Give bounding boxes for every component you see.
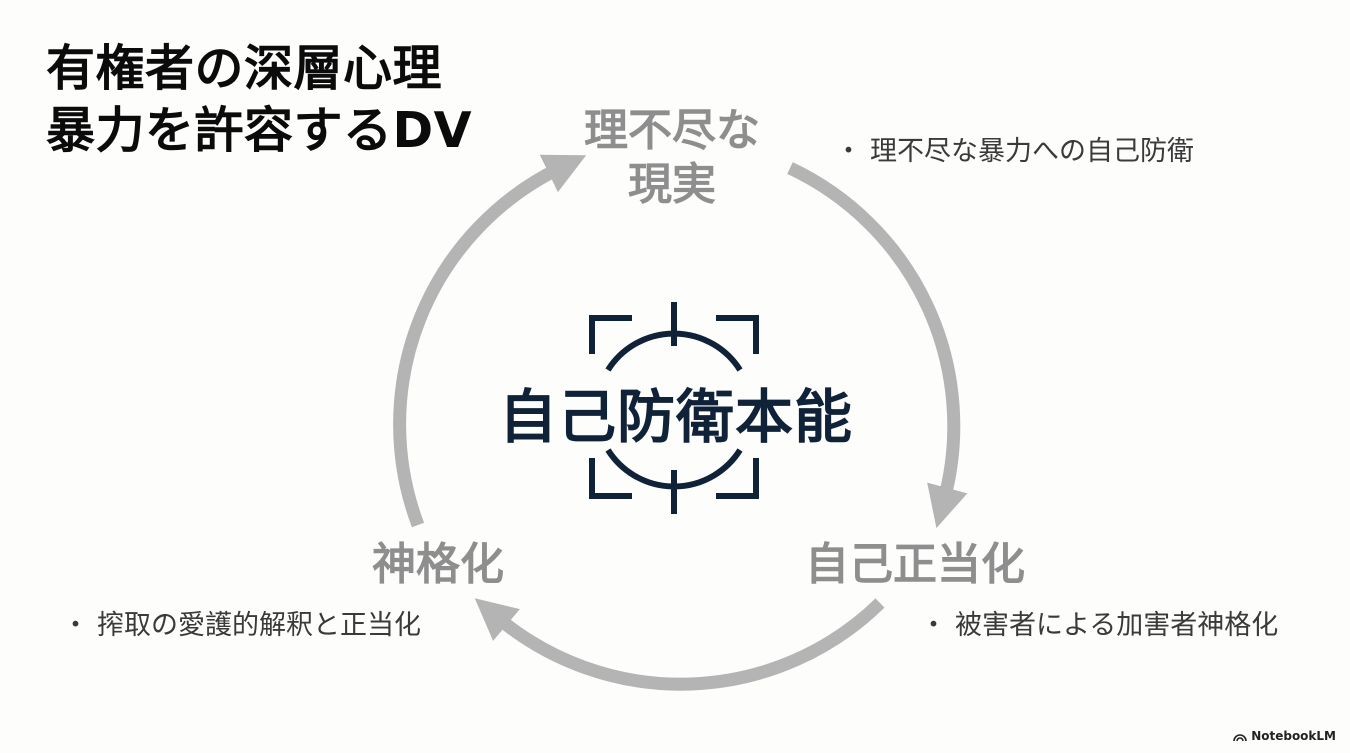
arrow-reality-to-justification: [787, 162, 968, 529]
bullet-marker: ・: [62, 610, 89, 641]
brand-watermark: NotebookLM: [1233, 729, 1336, 743]
bullet-deification: ・搾取の愛護的解釈と正当化: [62, 609, 421, 643]
crosshair-target-icon: [589, 302, 759, 514]
bullet-marker: ・: [835, 136, 862, 167]
node-reality-line-2: 現実: [628, 159, 716, 210]
bullet-reality-text: 理不尽な暴力への自己防衛: [870, 136, 1194, 167]
slide-title: 有権者の深層心理 暴力を許容するDV: [46, 38, 472, 162]
arrow-justification-to-deification: [474, 598, 885, 691]
node-reality: 理不尽な 現実: [572, 104, 772, 212]
notebooklm-logo-icon: [1233, 734, 1247, 741]
node-self-justification: 自己正当化: [805, 539, 1025, 590]
bullet-self-justification-text: 被害者による加害者神格化: [955, 610, 1279, 641]
node-reality-line-1: 理不尽な: [584, 105, 760, 156]
title-line-2: 暴力を許容するDV: [46, 102, 473, 159]
node-deification: 神格化: [372, 539, 504, 590]
bullet-self-justification: ・被害者による加害者神格化: [920, 609, 1278, 643]
center-label: 自己防衛本能: [498, 383, 853, 451]
bullet-marker: ・: [920, 610, 947, 641]
brand-name: NotebookLM: [1251, 729, 1336, 743]
bullet-reality: ・理不尽な暴力への自己防衛: [835, 135, 1194, 169]
arrow-deification-to-reality: [393, 154, 587, 528]
bullet-deification-text: 搾取の愛護的解釈と正当化: [97, 610, 421, 641]
title-line-1: 有権者の深層心理: [46, 40, 443, 97]
